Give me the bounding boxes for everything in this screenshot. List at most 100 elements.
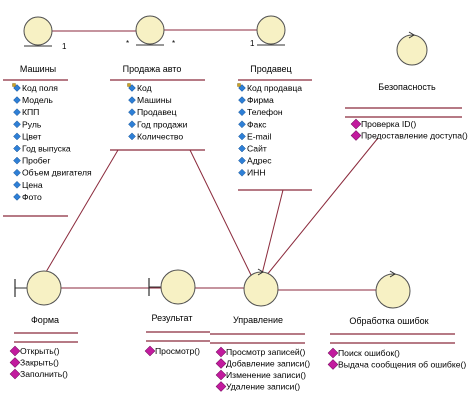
multiplicity-label: 1 [62,42,67,51]
key-attribute-icon [237,83,246,92]
operation-label: Предоставление доступа() [361,131,468,141]
operation-label: Заполнить() [20,369,68,379]
attribute-icon [128,120,136,129]
attribute-icon [238,96,246,104]
operation-label: Удаление записи() [226,382,300,392]
key-attribute-icon [12,83,21,92]
attribute-icon [13,108,21,117]
attribute-icon [13,180,21,189]
control-icon [243,268,279,307]
attribute-label: Пробег [22,156,50,166]
operation-label: Закрыть() [20,358,59,368]
operation-icon [9,357,21,368]
class-name: Продажа авто [123,64,182,74]
association-layer: 1 * * 1 [45,29,379,291]
class-name: Безопасность [378,82,436,92]
class-name: Обработка ошибок [349,316,428,326]
attribute-label: Цвет [22,131,41,141]
operation-label: Просмотр записей() [226,347,306,357]
attribute-label: Телефон [247,107,283,117]
attribute-icon [128,96,136,104]
attribute-icon [238,144,246,153]
operation-label: Проверка ID() [361,119,416,129]
boundary-icon [148,269,196,305]
association-security-control [265,137,379,277]
attribute-icon [128,132,136,141]
attribute-icon [13,193,21,201]
attribute-icon [238,120,246,129]
attribute-label: Модель [22,95,53,105]
attribute-label: Машины [137,95,172,105]
operation-label: Изменение записи() [226,370,306,380]
operation-icon [327,347,339,359]
operation-icon [215,346,227,358]
operation-icon [215,369,227,381]
operation-icon [327,359,339,370]
attribute-label: Код продавца [247,83,302,93]
attribute-icon [238,108,246,117]
attribute-icon [13,168,21,177]
attribute-icon [238,156,246,165]
operation-icon [215,381,227,392]
attribute-label: Год продажи [137,119,188,129]
attribute-label: E-mail [247,131,271,141]
operation-label: Просмотр() [155,346,200,356]
multiplicity-label: * [172,39,175,48]
attribute-icon [13,156,21,165]
class-name: Управление [233,315,283,325]
attribute-label: Год выпуска [22,144,71,154]
operation-label: Выдача сообщения об ошибке() [338,360,466,370]
attribute-label: Фото [22,192,42,202]
attribute-label: Продавец [137,107,177,117]
class-name: Продавец [250,64,291,74]
multiplicity-label: 1 [250,39,255,48]
entity-icon [135,15,165,46]
operation-icon [9,368,21,380]
attribute-label: Сайт [247,144,267,154]
attribute-icon [13,144,21,153]
attribute-label: КПП [22,107,39,117]
attribute-label: Адрес [247,156,272,166]
operation-label: Поиск ошибок() [338,348,400,358]
multiplicity-label: * [126,39,129,48]
attribute-label: Факс [247,119,267,129]
operation-icon [350,130,362,141]
association-sales-form [45,149,119,273]
class-name: Форма [31,315,59,325]
class-name: Машины [20,64,56,74]
attribute-label: Объем двигателя [22,168,92,178]
attribute-label: Код поля [22,83,58,93]
attribute-label: Цена [22,180,43,190]
operation-icon [9,345,21,357]
control-icon [396,31,428,66]
operation-icon [144,345,156,357]
attribute-label: Фирма [247,95,274,105]
key-attribute-icon [127,83,136,92]
attribute-icon [238,132,246,141]
attribute-label: Количество [137,131,183,141]
entity-icon [256,15,286,46]
attribute-icon [128,108,136,117]
association-seller-control [261,189,284,275]
attribute-icon [13,120,21,129]
attribute-icon [238,168,246,177]
operation-label: Добавление записи() [226,359,310,369]
attribute-icon [13,132,21,141]
operation-icon [350,118,362,130]
association-sales-control [189,149,252,276]
attribute-icon [13,96,21,104]
control-icon [375,270,411,309]
attribute-label: Руль [22,119,42,129]
attribute-label: Код [137,83,152,93]
class-name: Результат [152,313,193,323]
